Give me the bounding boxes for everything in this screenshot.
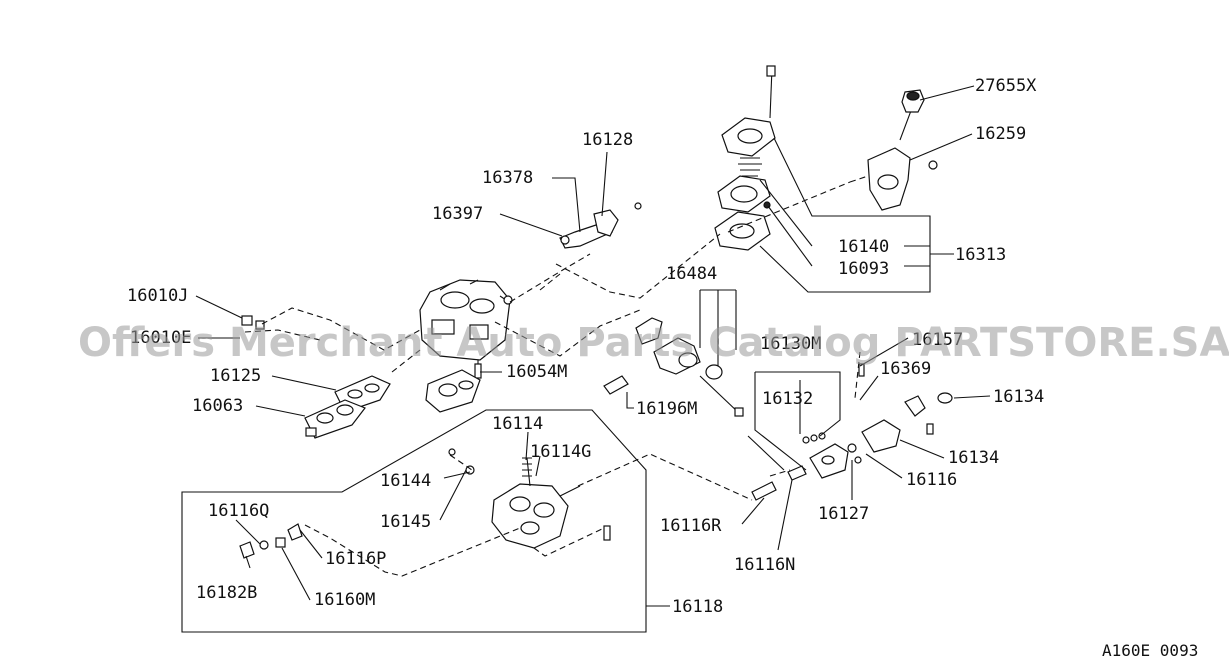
watermark: Offers Merchant Auto Parts Catalog PARTS… [78,320,1229,366]
label-16157: 16157 [912,330,963,350]
label-16134-upper: 16134 [993,387,1044,407]
label-16140: 16140 [838,237,889,257]
label-16145: 16145 [380,512,431,532]
carburetor-body-upper [419,279,513,379]
float-chamber-right [802,363,953,479]
label-16127: 16127 [818,504,869,524]
dashed-connections [244,175,869,577]
label-16144: 16144 [380,471,431,491]
label-16134-lower: 16134 [948,448,999,468]
label-16116N: 16116N [734,555,795,575]
label-16093: 16093 [838,259,889,279]
label-16114G: 16114G [530,442,591,462]
carburetor-body-lower [239,448,611,559]
label-16116R: 16116R [660,516,722,536]
assembly-box-16118 [181,409,647,633]
label-16054M: 16054M [506,362,567,382]
label-16116: 16116 [906,470,957,490]
label-16397: 16397 [432,204,483,224]
label-27655X: 27655X [975,76,1037,96]
label-16259: 16259 [975,124,1026,144]
label-16010E: 16010E [130,328,191,348]
label-16484: 16484 [666,264,717,284]
label-16196M: 16196M [636,399,697,419]
needle-valve-group [603,317,744,417]
label-16182B: 16182B [196,583,257,603]
label-16160M: 16160M [314,590,375,610]
diaphragm-assembly [714,65,776,251]
linkage-parts [559,202,642,249]
label-16128: 16128 [582,130,633,150]
label-16116P: 16116P [325,549,386,569]
leader-lines [195,85,991,601]
label-16369: 16369 [880,359,931,379]
label-16116Q: 16116Q [208,501,269,521]
label-16132: 16132 [762,389,813,409]
label-16114: 16114 [492,414,543,434]
choke-assembly [867,89,938,211]
label-16313: 16313 [955,245,1006,265]
label-16010J: 16010J [127,286,188,306]
label-16125: 16125 [210,366,261,386]
gaskets-left [241,315,481,439]
label-16118: 16118 [672,597,723,617]
diagram-code: A160E 0093 [1102,641,1198,660]
label-16378: 16378 [482,168,533,188]
part-labels: 27655X 16259 16128 16378 16397 16010J 16… [127,76,1044,617]
label-16130M: 16130M [760,334,821,354]
jet-tubes [751,465,807,501]
label-16063: 16063 [192,396,243,416]
